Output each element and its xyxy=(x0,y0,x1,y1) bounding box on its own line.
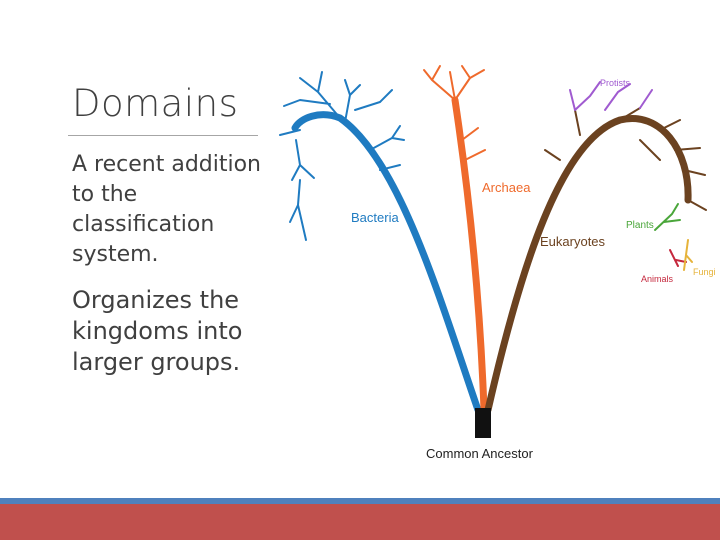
archaea-branch xyxy=(423,65,488,414)
label-fungi: Fungi xyxy=(693,267,716,277)
common-ancestor-stem xyxy=(475,408,491,438)
footer-blue-stripe xyxy=(0,498,720,504)
title-divider xyxy=(68,135,258,136)
label-animals: Animals xyxy=(641,274,674,284)
label-archaea: Archaea xyxy=(482,180,531,195)
bacteria-branch xyxy=(279,71,482,414)
protists-twigs xyxy=(569,81,653,111)
label-protists: Protists xyxy=(600,78,631,88)
label-plants: Plants xyxy=(626,220,654,231)
label-eukaryotes: Eukaryotes xyxy=(540,234,606,249)
bullet-paragraph-1: A recent addition to the classification … xyxy=(72,152,261,267)
slide-title: Domains xyxy=(72,82,239,125)
eukaryotes-branch xyxy=(484,107,707,414)
label-common-ancestor: Common Ancestor xyxy=(426,446,534,461)
tree-of-life-diagram: Bacteria Archaea Eukaryotes Protists Pla… xyxy=(279,65,716,461)
footer-red-band xyxy=(0,504,720,540)
bullet-paragraph-2: Organizes the kingdoms into larger group… xyxy=(72,286,243,376)
plants-twigs xyxy=(654,203,681,231)
label-bacteria: Bacteria xyxy=(351,210,399,225)
animals-twigs xyxy=(669,249,687,267)
fungi-twigs xyxy=(683,239,693,271)
